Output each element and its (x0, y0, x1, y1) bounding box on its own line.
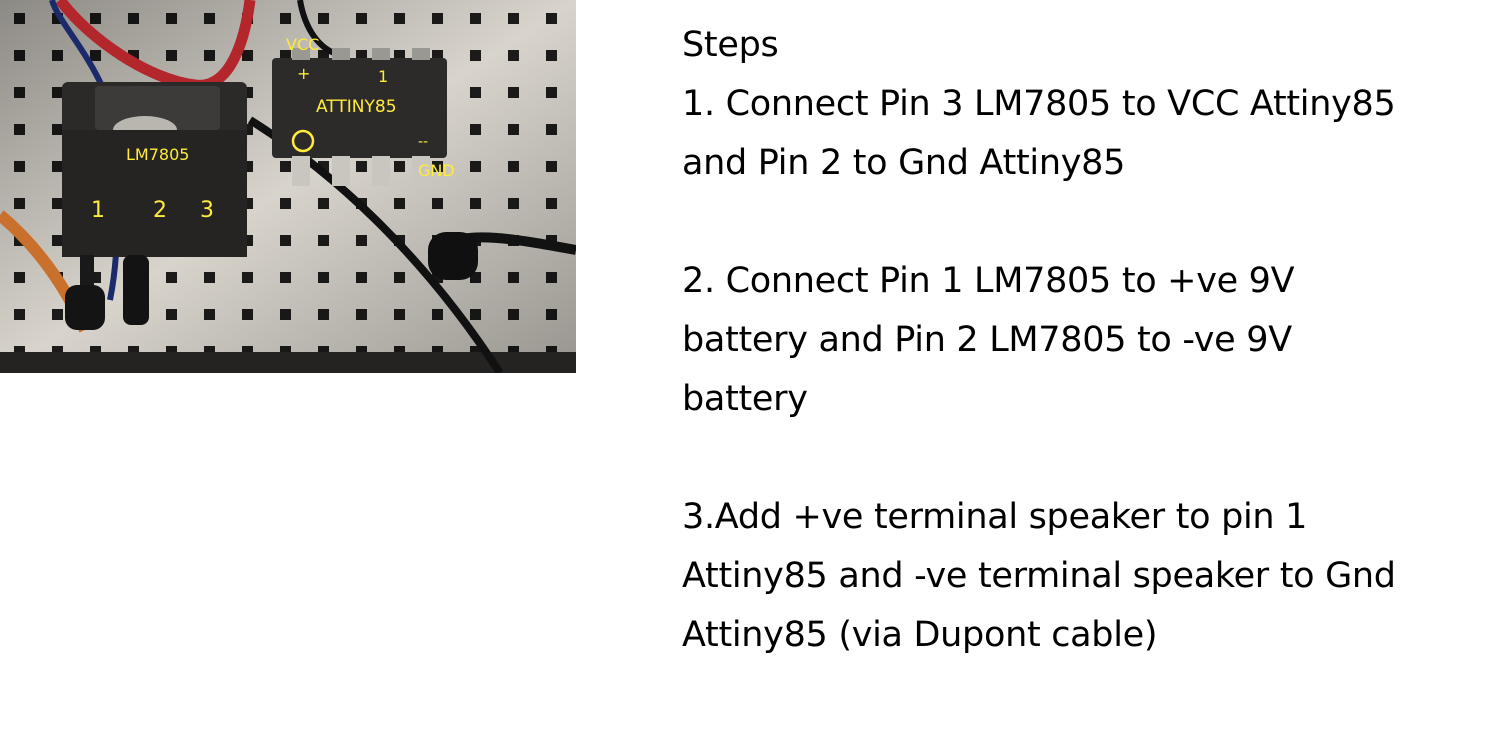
step-1-line-1: 1. Connect Pin 3 LM7805 to VCC Attiny85 (682, 84, 1396, 124)
step-spacer (682, 429, 1487, 488)
step-1-line-2: and Pin 2 to Gnd Attiny85 (682, 143, 1126, 183)
breadboard-illustration: VCC + 1 ATTINY85 -- GND LM7805 1 2 3 (0, 0, 576, 373)
attiny85-chip (272, 48, 447, 186)
step-2-line-1: 2. Connect Pin 1 LM7805 to +ve 9V (682, 261, 1295, 301)
pin-one-label: 1 (378, 67, 388, 86)
attiny85-label: ATTINY85 (316, 97, 397, 117)
lm7805-label: LM7805 (126, 145, 189, 164)
step-2-line-3: battery (682, 379, 808, 419)
pin1-marker-circle (291, 129, 315, 153)
step-3-line-3: Attiny85 (via Dupont cable) (682, 615, 1158, 655)
gnd-label: GND (418, 161, 455, 180)
step-3-line-1: 3.Add +ve terminal speaker to pin 1 (682, 497, 1308, 537)
vcc-label: VCC (286, 35, 319, 54)
steps-instructions: Steps 1. Connect Pin 3 LM7805 to VCC Att… (682, 16, 1487, 665)
regulator-pin-3-label: 3 (200, 198, 214, 223)
regulator-pin-2-label: 2 (153, 198, 167, 223)
steps-title: Steps (682, 25, 779, 65)
step-spacer (682, 193, 1487, 252)
minus-label: -- (418, 134, 428, 150)
regulator-pin-1-label: 1 (91, 198, 105, 223)
step-3-line-2: Attiny85 and -ve terminal speaker to Gnd (682, 556, 1396, 596)
plus-label: + (297, 64, 310, 83)
breadboard-photo: VCC + 1 ATTINY85 -- GND LM7805 1 2 3 (0, 0, 576, 373)
lm7805-regulator (62, 82, 247, 257)
step-2-line-2: battery and Pin 2 LM7805 to -ve 9V (682, 320, 1292, 360)
